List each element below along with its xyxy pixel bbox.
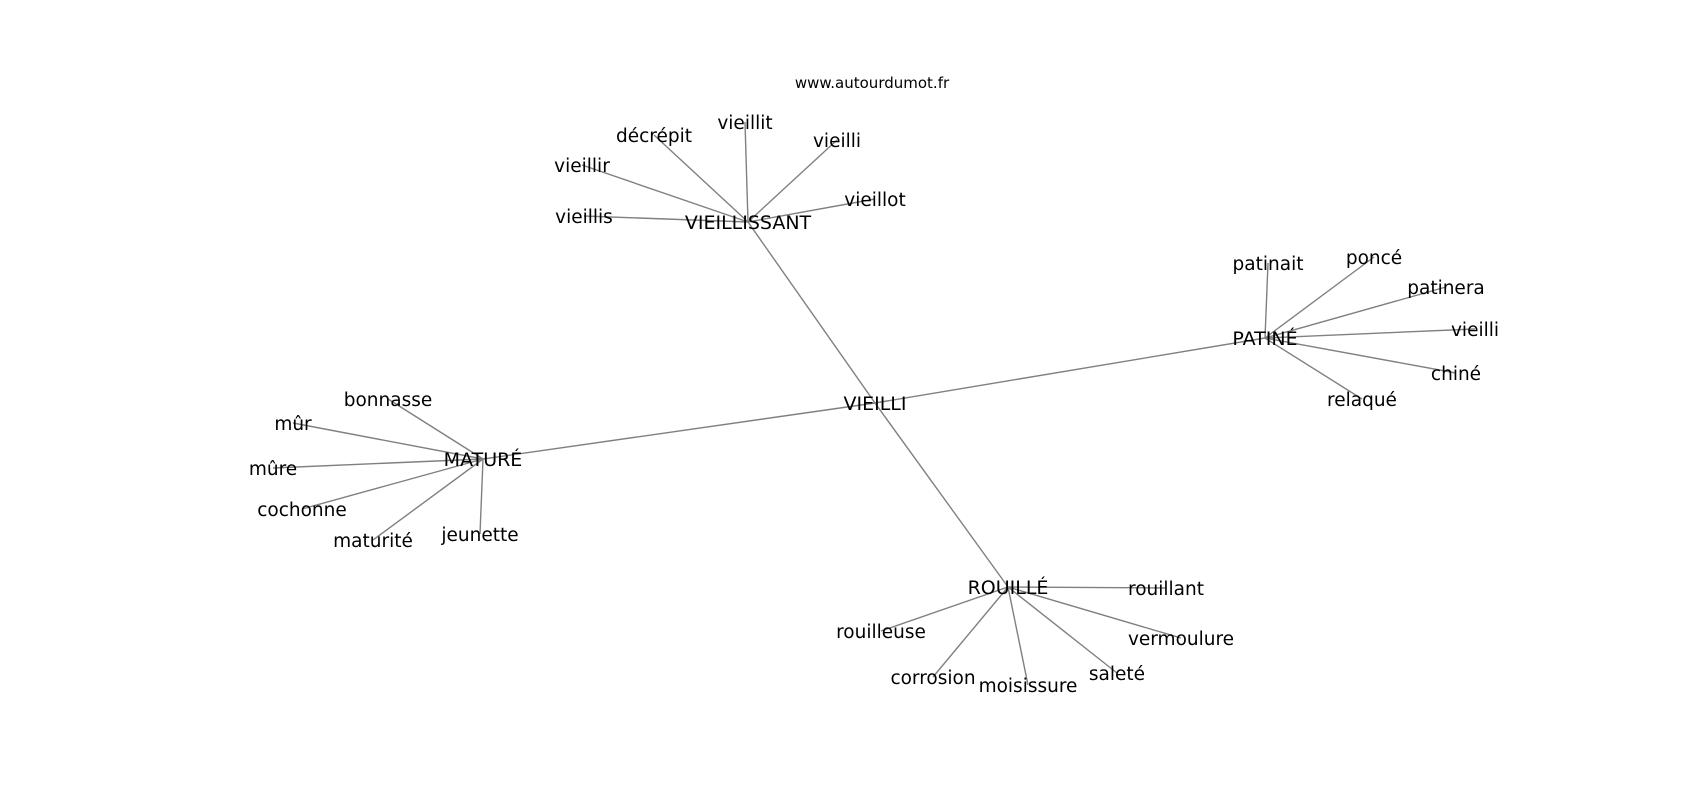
edge-center-vieillissant: [747, 221, 876, 404]
word-node-patinera: patinera: [1407, 278, 1485, 299]
edge-vieillissant-decrepit: [653, 134, 749, 223]
edge-mature-mure: [272, 458, 484, 469]
word-node-rouilleuse: rouilleuse: [836, 622, 926, 643]
word-node-cochonne: cochonne: [257, 500, 347, 521]
edge-patine-chine: [1264, 337, 1457, 374]
edge-rouille-salete: [1007, 586, 1118, 674]
edge-mature-mur: [292, 422, 484, 460]
edge-rouille-rouillant: [1007, 586, 1167, 589]
graph-labels: www.autourdumot.fr VIEILLI VIEILLISSANT v…: [249, 74, 1499, 697]
word-node-bonnasse: bonnasse: [344, 390, 433, 411]
edge-center-mature: [482, 402, 876, 460]
word-node-mure: mûre: [249, 459, 297, 480]
edge-patine-vieilli: [1264, 328, 1476, 339]
edge-rouille-corrosion: [932, 586, 1009, 678]
source-watermark: www.autourdumot.fr: [795, 74, 950, 92]
word-node-vieillit: vieillit: [717, 113, 772, 134]
word-node-decrepit: décrépit: [616, 126, 692, 147]
edge-vieillissant-vieilli: [747, 139, 838, 223]
edge-mature-jeunette: [479, 458, 484, 535]
word-node-vieilli: vieilli: [813, 131, 861, 152]
edge-patine-patinera: [1264, 286, 1447, 339]
edge-rouille-vermoulure: [1007, 586, 1182, 639]
word-node-vermoulure: vermoulure: [1128, 629, 1234, 650]
hub-node-rouille: ROUILLÉ: [968, 576, 1049, 599]
word-node-moisissure: moisissure: [979, 676, 1078, 697]
word-node-vieilli: vieilli: [1451, 320, 1499, 341]
word-node-vieillot: vieillot: [844, 190, 905, 211]
edge-vieillissant-vieillot: [747, 198, 876, 223]
edge-rouille-rouilleuse: [880, 586, 1009, 632]
edge-patine-relaque: [1264, 337, 1363, 400]
word-node-corrosion: corrosion: [890, 668, 975, 689]
graph-edges: [272, 121, 1476, 686]
edge-center-patine: [874, 337, 1266, 404]
word-node-vieillis: vieillis: [555, 207, 613, 228]
word-node-maturite: maturité: [333, 531, 413, 552]
edge-patine-patinait: [1264, 262, 1269, 339]
word-node-vieillir: vieillir: [554, 156, 610, 177]
edge-center-rouille: [874, 402, 1009, 588]
word-node-chine: chiné: [1431, 364, 1481, 385]
word-node-salete: saleté: [1089, 664, 1145, 685]
word-node-ponce: poncé: [1346, 248, 1402, 269]
center-node-label: VIEILLI: [844, 393, 907, 415]
edge-rouille-moisissure: [1007, 586, 1029, 686]
edge-mature-cochonne: [301, 458, 484, 510]
edge-mature-bonnasse: [387, 398, 484, 460]
edge-vieillissant-vieillir: [581, 164, 749, 223]
edge-vieillissant-vieillis: [583, 215, 749, 223]
hub-node-patine: PATINÉ: [1232, 327, 1297, 350]
word-node-rouillant: rouillant: [1128, 579, 1204, 600]
edge-patine-ponce: [1264, 256, 1375, 339]
word-node-patinait: patinait: [1233, 254, 1304, 275]
word-node-mur: mûr: [274, 414, 312, 435]
edge-mature-maturite: [372, 458, 484, 541]
edge-vieillissant-vieillit: [744, 121, 749, 223]
word-node-jeunette: jeunette: [440, 525, 518, 546]
hub-node-mature: MATURÉ: [444, 448, 523, 471]
hub-node-vieillissant: VIEILLISSANT: [685, 212, 812, 234]
word-node-relaque: relaqué: [1327, 390, 1397, 411]
